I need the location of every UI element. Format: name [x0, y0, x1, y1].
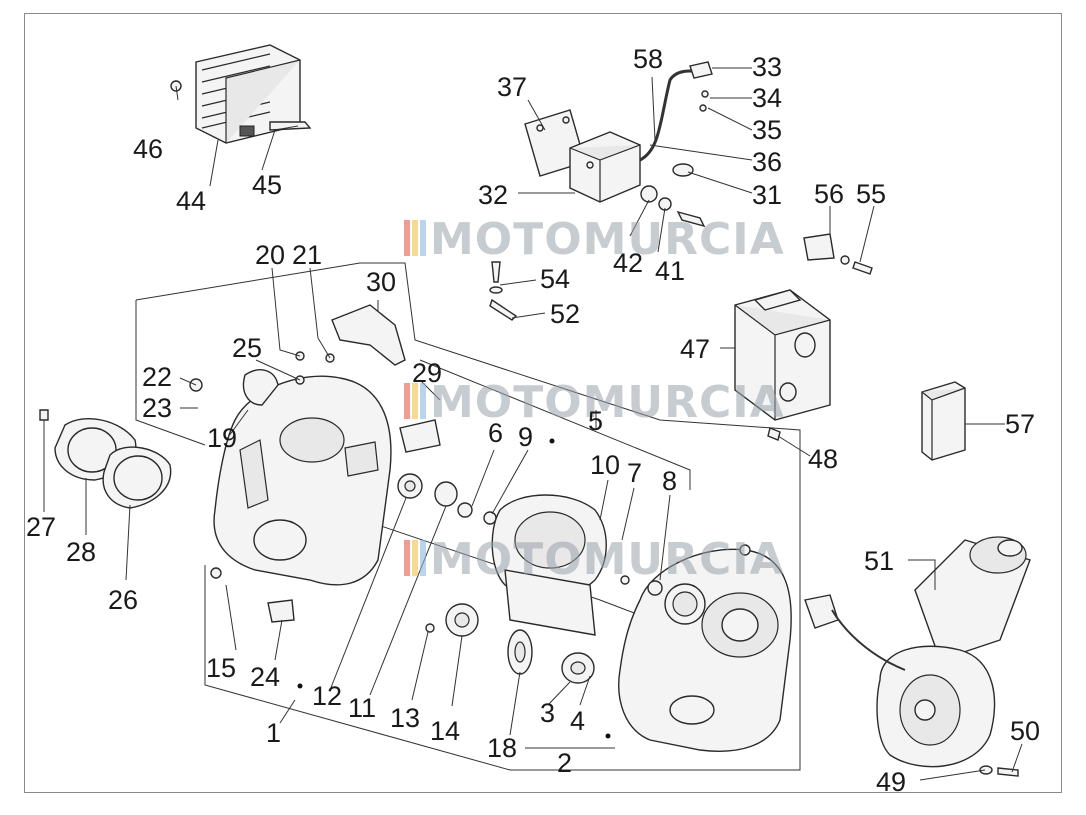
callout-22: 22 — [142, 362, 172, 392]
callout-6: 6 — [488, 418, 503, 448]
callout-26: 26 — [108, 585, 138, 615]
callout-1: 1 — [266, 718, 281, 748]
callout-46: 46 — [133, 134, 163, 164]
callout-7: 7 — [627, 458, 642, 488]
left-crankcase-part — [189, 304, 441, 623]
gasket-parts — [39, 409, 172, 509]
screw-parts — [489, 261, 518, 321]
callout-36: 36 — [752, 147, 782, 177]
callout-28: 28 — [66, 537, 96, 567]
callout-50: 50 — [1010, 716, 1040, 746]
callout-52: 52 — [550, 299, 580, 329]
sensor-bracket-group — [524, 61, 713, 228]
callout-24: 24 — [250, 662, 280, 692]
callout-14: 14 — [430, 716, 460, 746]
callout-35: 35 — [752, 115, 782, 145]
callout-33: 33 — [752, 52, 782, 82]
callout-4: 4 — [570, 706, 585, 736]
callout-15: 15 — [206, 653, 236, 683]
ecu-module-part — [734, 289, 831, 441]
voltage-regulator-part — [170, 44, 312, 144]
rubber-block-part — [921, 381, 966, 461]
callout-32: 32 — [478, 180, 508, 210]
watermark-3: MOTOMURCIA — [404, 534, 785, 585]
watermark-text-3: MOTOMURCIA — [430, 534, 785, 585]
bearings-and-rings — [397, 473, 595, 684]
callout-18: 18 — [487, 733, 517, 763]
callout-55: 55 — [856, 179, 886, 209]
callout-3: 3 — [540, 698, 555, 728]
callout-34: 34 — [752, 83, 782, 113]
group-outline-5 — [419, 359, 691, 749]
leader-lines — [43, 67, 1023, 781]
callout-47: 47 — [680, 334, 710, 364]
callout-42: 42 — [613, 248, 643, 278]
callout-51: 51 — [864, 546, 894, 576]
callout-30: 30 — [366, 267, 396, 297]
callout-9: 9 — [518, 422, 533, 452]
callout-57: 57 — [1005, 409, 1035, 439]
callout-58: 58 — [633, 44, 663, 74]
right-crankcase-part — [618, 544, 792, 752]
callout-37: 37 — [497, 72, 527, 102]
callout-25: 25 — [232, 333, 262, 363]
watermark-2: MOTOMURCIA — [404, 377, 785, 428]
callout-23: 23 — [142, 393, 172, 423]
watermark-1: MOTOMURCIA — [404, 214, 785, 265]
callout-19: 19 — [207, 423, 237, 453]
diagram-border — [24, 13, 1062, 793]
callout-13: 13 — [390, 703, 420, 733]
callout-44: 44 — [176, 186, 206, 216]
callout-54: 54 — [540, 264, 570, 294]
small-bracket-part — [803, 233, 873, 275]
callout-56: 56 — [814, 179, 844, 209]
callout-27: 27 — [26, 512, 56, 542]
callout-10: 10 — [590, 450, 620, 480]
callout-49: 49 — [876, 767, 906, 797]
callout-12: 12 — [312, 681, 342, 711]
callout-45: 45 — [252, 170, 282, 200]
reference-dots — [297, 438, 611, 739]
callout-5: 5 — [588, 406, 603, 436]
callout-labels: 1 2 3 4 5 6 7 8 9 10 11 12 13 14 15 18 1… — [26, 44, 1040, 797]
callout-21: 21 — [292, 240, 322, 270]
callout-20: 20 — [255, 240, 285, 270]
callout-29: 29 — [412, 358, 442, 388]
callout-11: 11 — [348, 693, 376, 723]
watermark-text-2: MOTOMURCIA — [430, 377, 785, 428]
callout-2: 2 — [557, 748, 572, 778]
flywheel-part — [491, 494, 607, 675]
callout-48: 48 — [808, 444, 838, 474]
callout-41: 41 — [655, 256, 685, 286]
callout-31: 31 — [752, 180, 782, 210]
watermark-text-1: MOTOMURCIA — [430, 214, 785, 265]
callout-8: 8 — [662, 466, 677, 496]
starter-motor-part — [804, 536, 1031, 777]
